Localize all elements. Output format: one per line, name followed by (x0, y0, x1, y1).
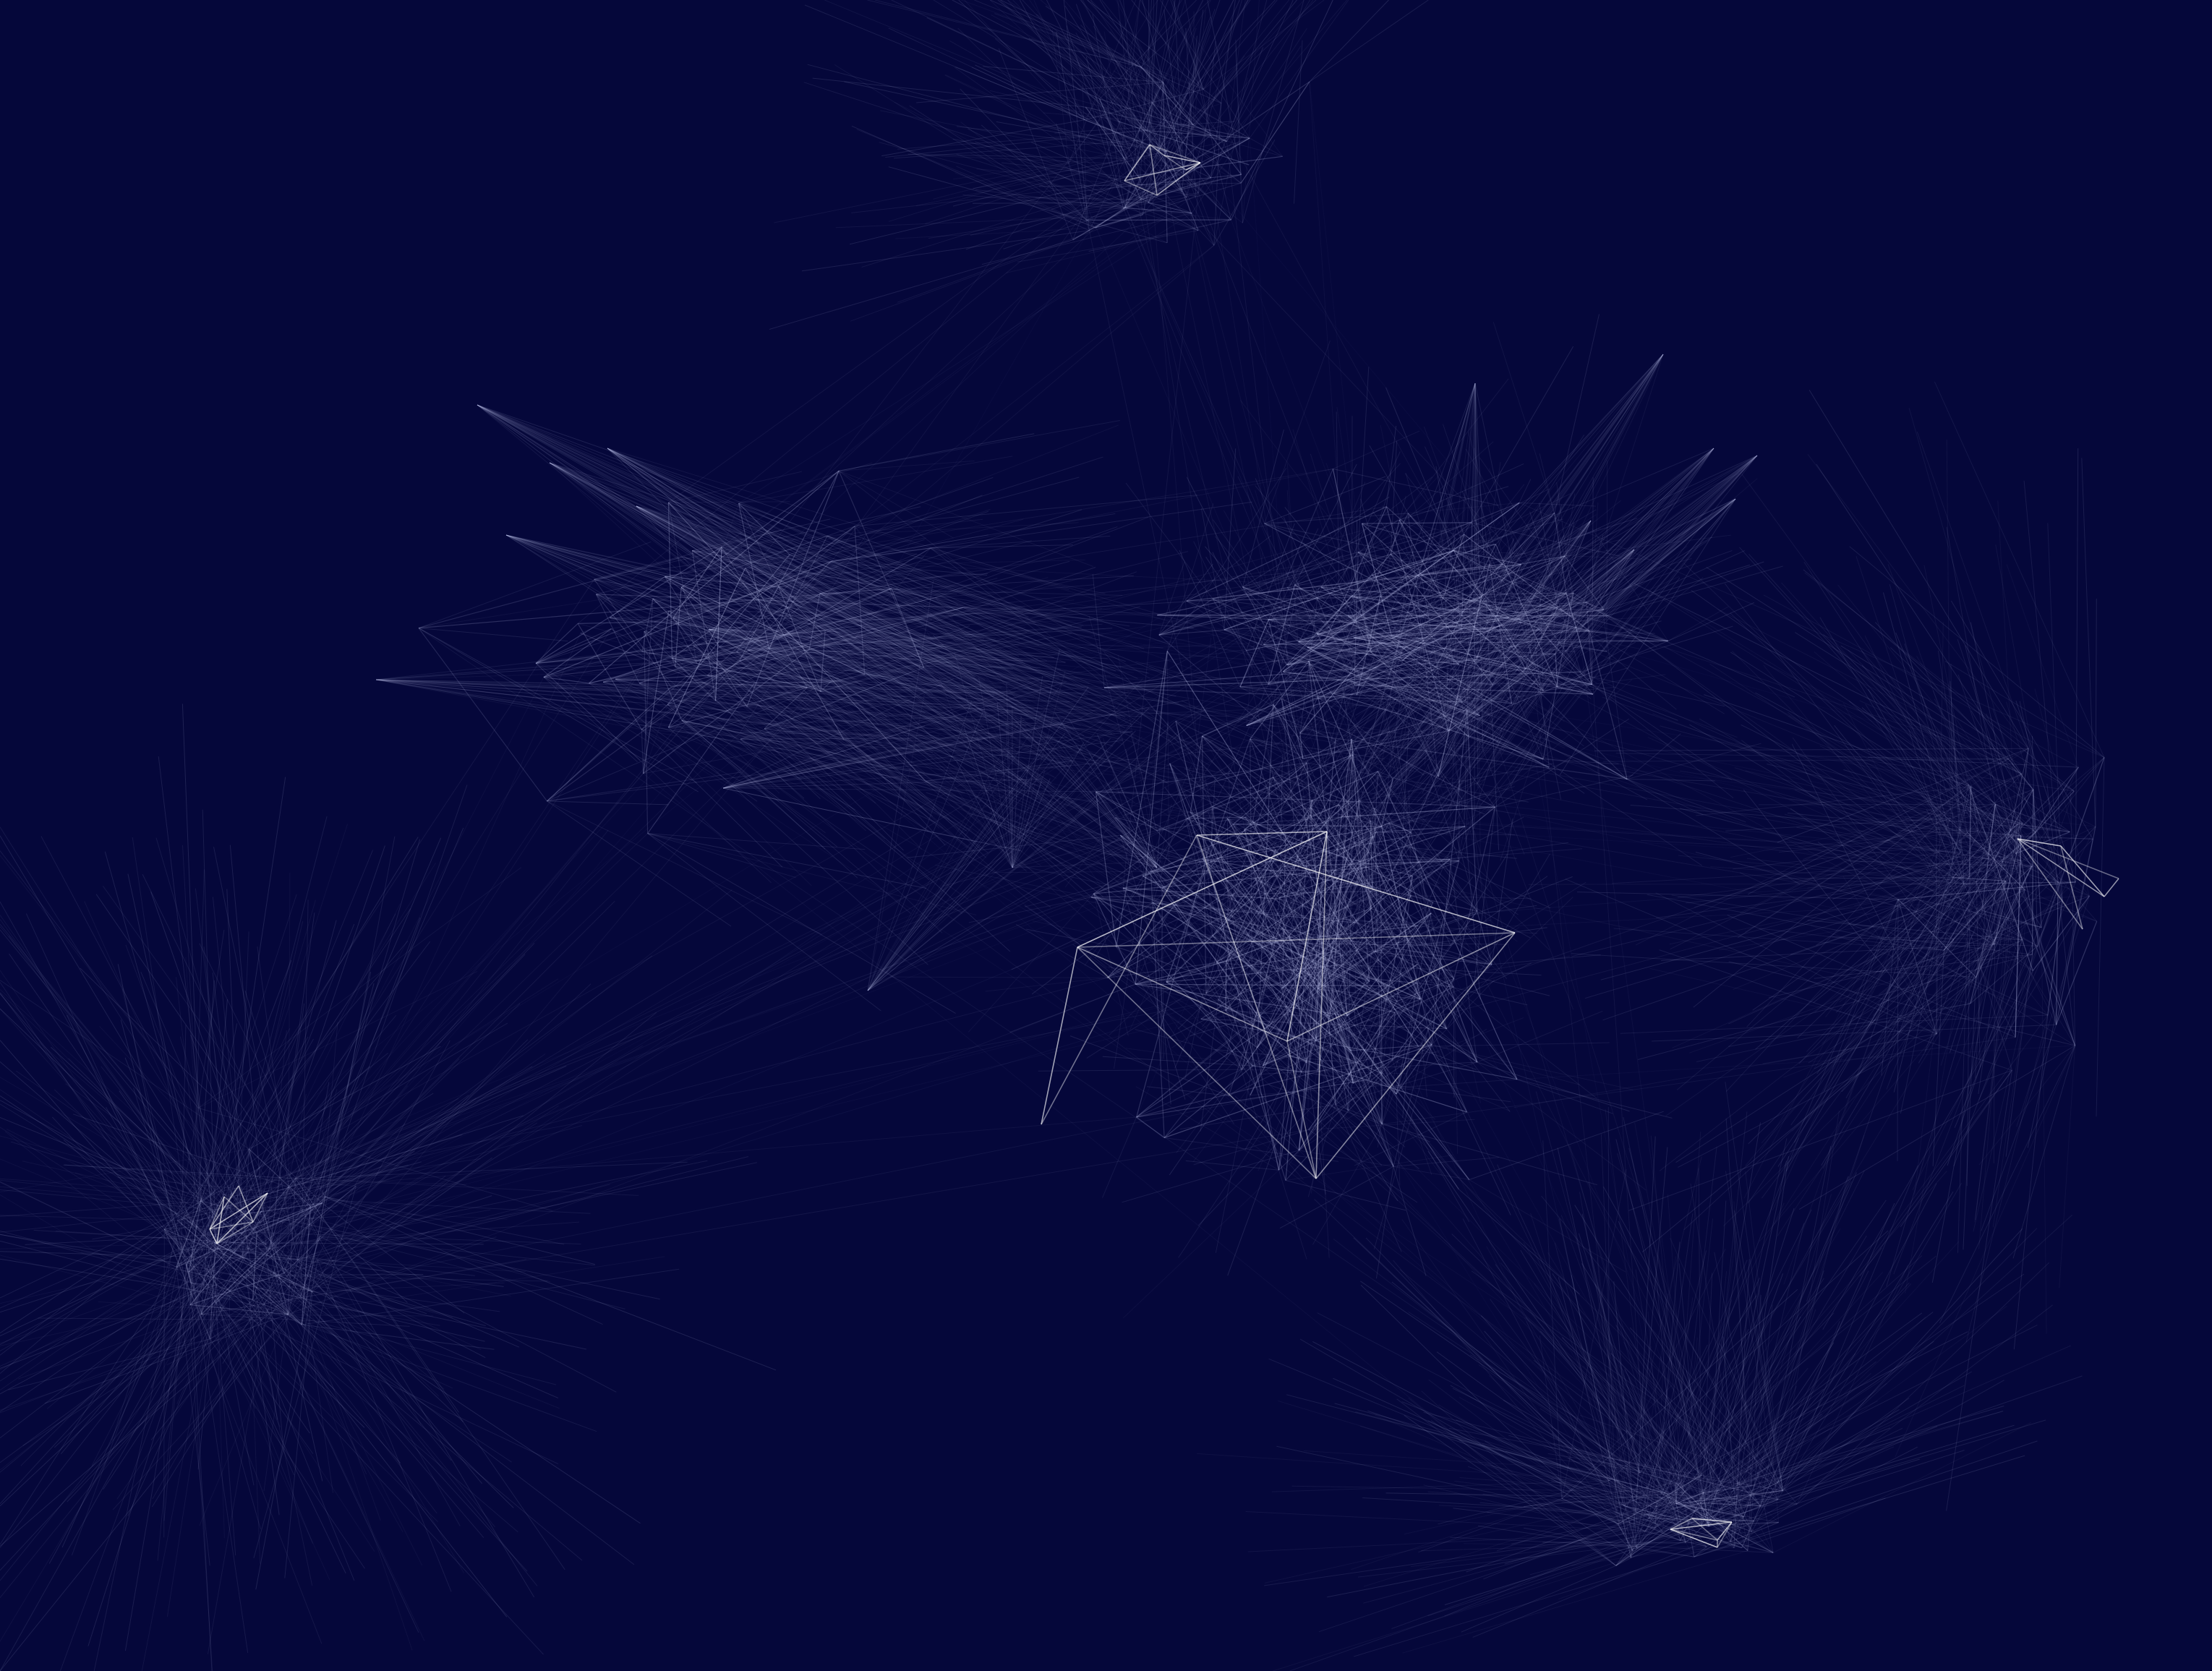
graph-hub-edges (209, 144, 2119, 1548)
graph-edges (0, 0, 2105, 1671)
